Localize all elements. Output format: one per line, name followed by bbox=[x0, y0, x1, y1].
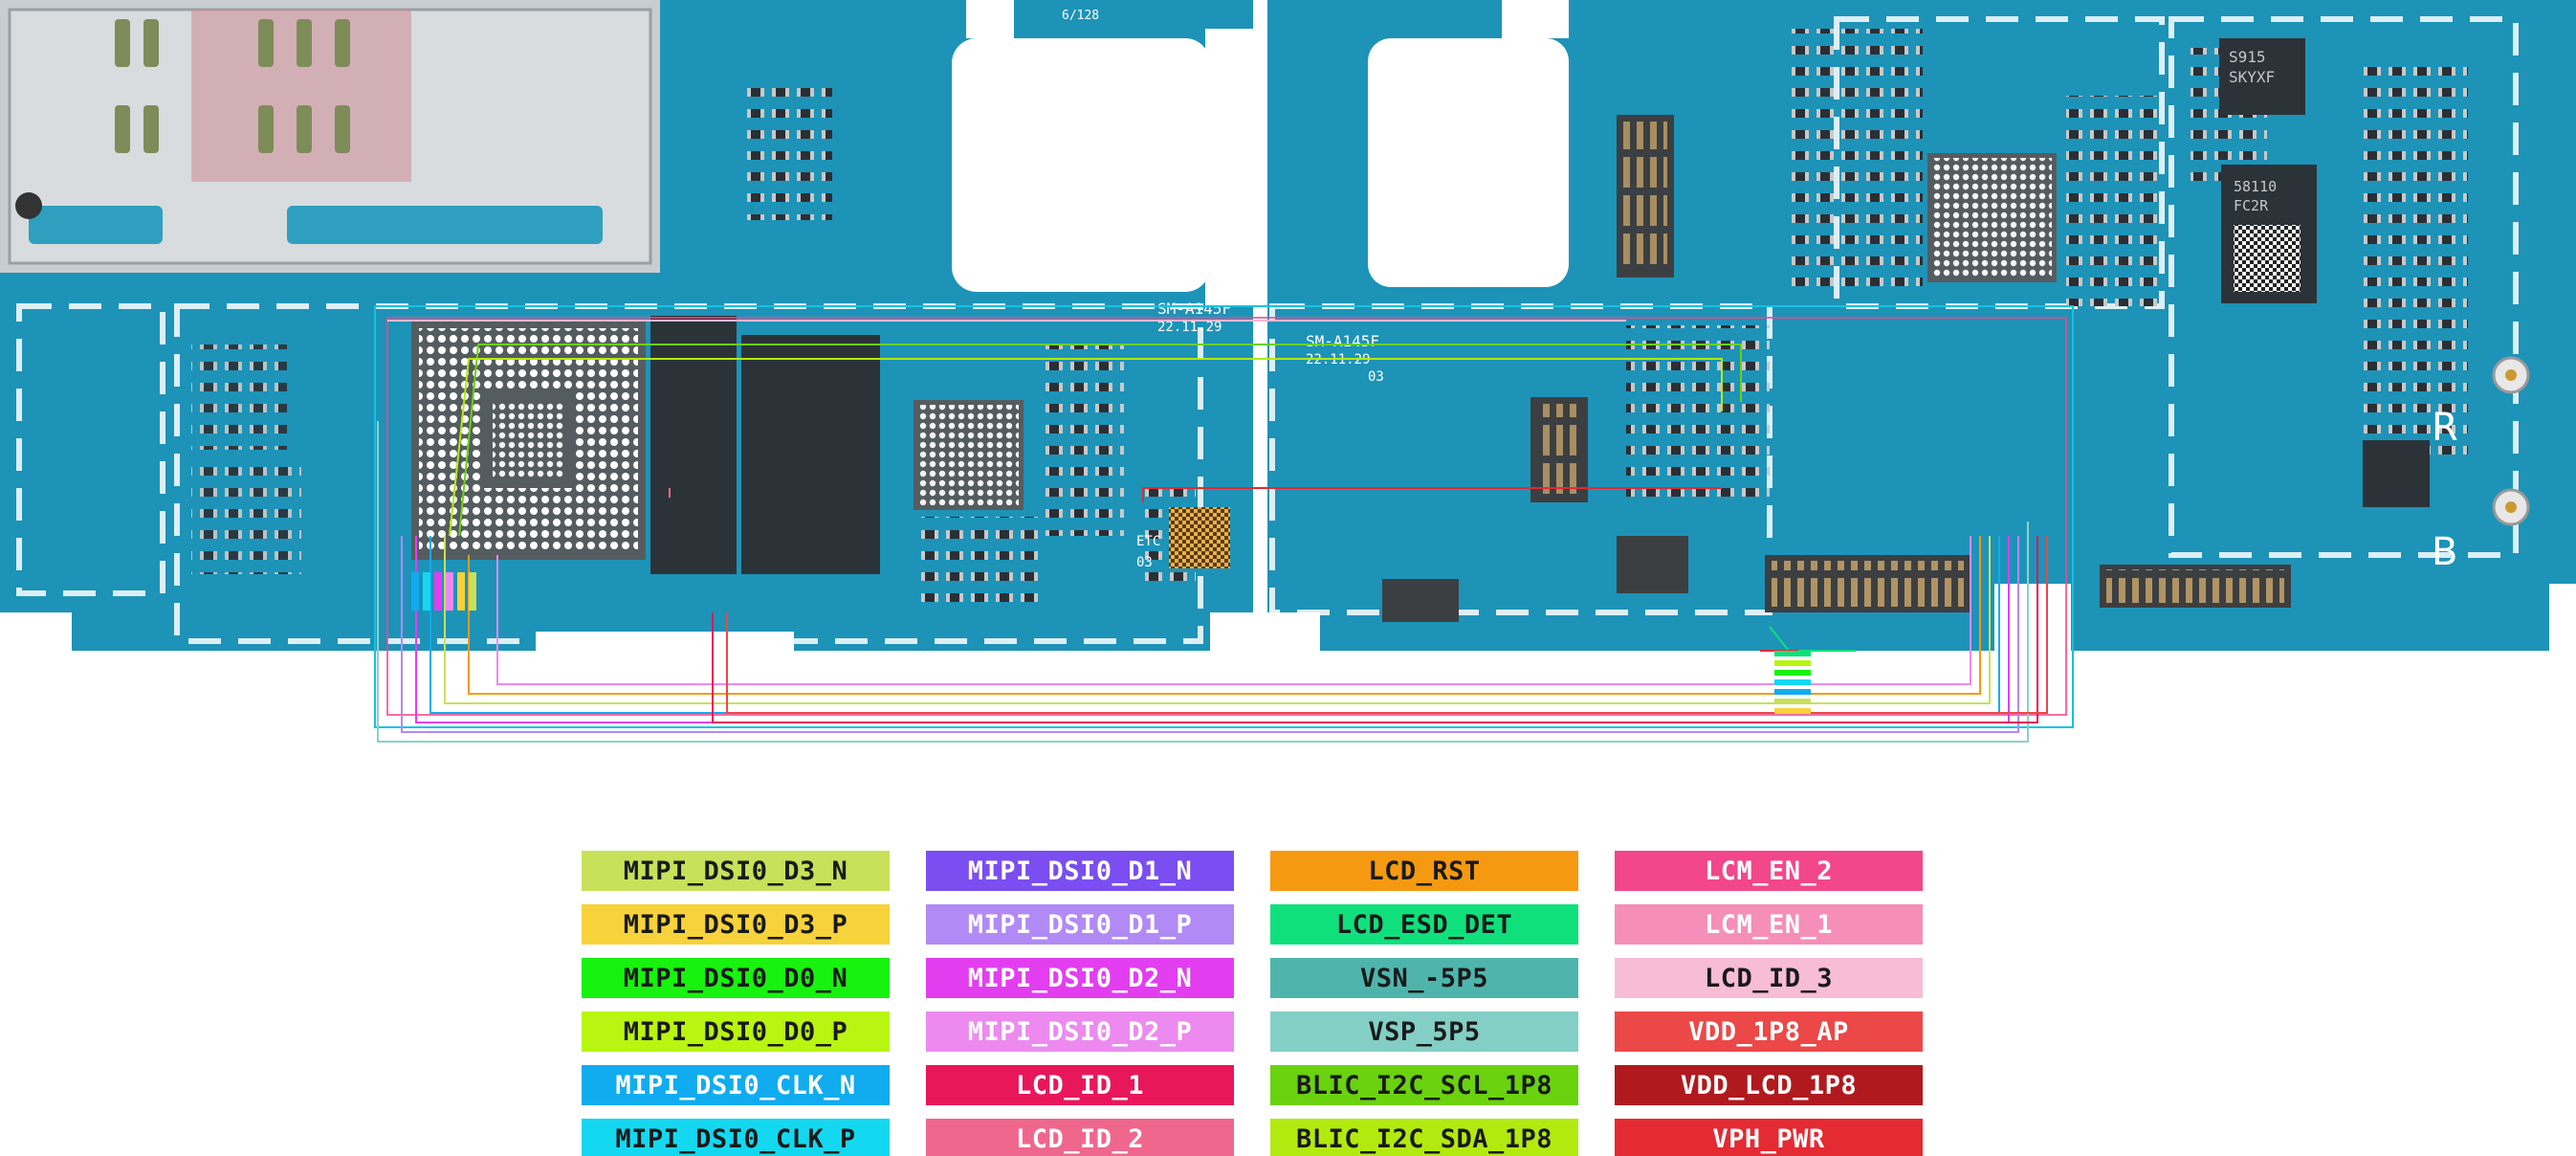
silkscreen-etc: ETC bbox=[1136, 534, 1160, 549]
net-label-stack bbox=[1774, 651, 1811, 714]
legend-chip-mipi-dsi0-d1-p: MIPI_DSI0_D1_P bbox=[926, 904, 1234, 945]
silkscreen-top-marking: 6/128 bbox=[1062, 9, 1099, 23]
silkscreen-model-left: SM-A145F bbox=[1157, 300, 1231, 318]
legend-chip-lcd-id-2: LCD_ID_2 bbox=[926, 1119, 1234, 1156]
silkscreen-rev-right: 03 bbox=[1368, 369, 1384, 385]
chip-code-4: FC2R bbox=[2234, 197, 2269, 214]
legend-chip-mipi-dsi0-clk-p: MIPI_DSI0_CLK_P bbox=[582, 1119, 890, 1156]
silkscreen-rev-left: 03 bbox=[1136, 555, 1153, 570]
legend-chip-lcd-esd-det: LCD_ESD_DET bbox=[1270, 904, 1578, 945]
qr-code bbox=[1169, 507, 1230, 568]
corner-label-r: R bbox=[2432, 406, 2458, 450]
legend-chip-vph-pwr: VPH_PWR bbox=[1615, 1119, 1923, 1156]
legend-chip-mipi-dsi0-d2-n: MIPI_DSI0_D2_N bbox=[926, 958, 1234, 998]
legend-chip-mipi-dsi0-d0-n: MIPI_DSI0_D0_N bbox=[582, 958, 890, 998]
legend-chip-vdd-lcd-1p8: VDD_LCD_1P8 bbox=[1615, 1065, 1923, 1105]
rf-chip-1 bbox=[2219, 38, 2305, 115]
corner-label-b: B bbox=[2432, 530, 2457, 574]
chip-code-3: 58110 bbox=[2234, 178, 2277, 195]
legend-chip-mipi-dsi0-clk-n: MIPI_DSI0_CLK_N bbox=[582, 1065, 890, 1105]
trace-overlay bbox=[374, 305, 2074, 743]
legend-chip-lcm-en-2: LCM_EN_2 bbox=[1615, 851, 1923, 891]
board-cutout-window bbox=[952, 38, 1210, 292]
legend-chip-mipi-dsi0-d1-n: MIPI_DSI0_D1_N bbox=[926, 851, 1234, 891]
legend-chip-lcd-id-1: LCD_ID_1 bbox=[926, 1065, 1234, 1105]
legend-chip-blic-i2c-scl-1p8: BLIC_I2C_SCL_1P8 bbox=[1270, 1065, 1578, 1105]
legend-chip-mipi-dsi0-d3-p: MIPI_DSI0_D3_P bbox=[582, 904, 890, 945]
legend-chip-blic-i2c-sda-1p8: BLIC_I2C_SDA_1P8 bbox=[1270, 1119, 1578, 1156]
soc-net-taps bbox=[411, 572, 476, 611]
silkscreen-date-left: 22.11.29 bbox=[1157, 320, 1222, 335]
legend-chip-lcd-id-3: LCD_ID_3 bbox=[1615, 958, 1923, 998]
silkscreen-model-right: SM-A145F bbox=[1306, 332, 1379, 350]
net-legend: MIPI_DSI0_D3_N MIPI_DSI0_D1_N LCD_RST LCM_E… bbox=[582, 851, 1923, 1156]
chip-code-1: S915 bbox=[2229, 48, 2266, 66]
legend-chip-lcd-rst: LCD_RST bbox=[1270, 851, 1578, 891]
chip-code-2: SKYXF bbox=[2229, 68, 2275, 86]
legend-chip-vsp-5p5: VSP_5P5 bbox=[1270, 1012, 1578, 1052]
legend-chip-vsn-5p5: VSN_-5P5 bbox=[1270, 958, 1578, 998]
pcb-board-photo: SM-A145F 22.11.29 ETC 03 6/128 bbox=[0, 0, 2576, 743]
legend-chip-mipi-dsi0-d0-p: MIPI_DSI0_D0_P bbox=[582, 1012, 890, 1052]
legend-chip-vdd-1p8-ap: VDD_1P8_AP bbox=[1615, 1012, 1923, 1052]
legend-chip-mipi-dsi0-d2-p: MIPI_DSI0_D2_P bbox=[926, 1012, 1234, 1052]
legend-chip-mipi-dsi0-d3-n: MIPI_DSI0_D3_N bbox=[582, 851, 890, 891]
pcb-board-drawing: SM-A145F 22.11.29 ETC 03 6/128 bbox=[0, 0, 2576, 743]
legend-chip-lcm-en-1: LCM_EN_1 bbox=[1615, 904, 1923, 945]
memory-chip bbox=[650, 316, 737, 574]
